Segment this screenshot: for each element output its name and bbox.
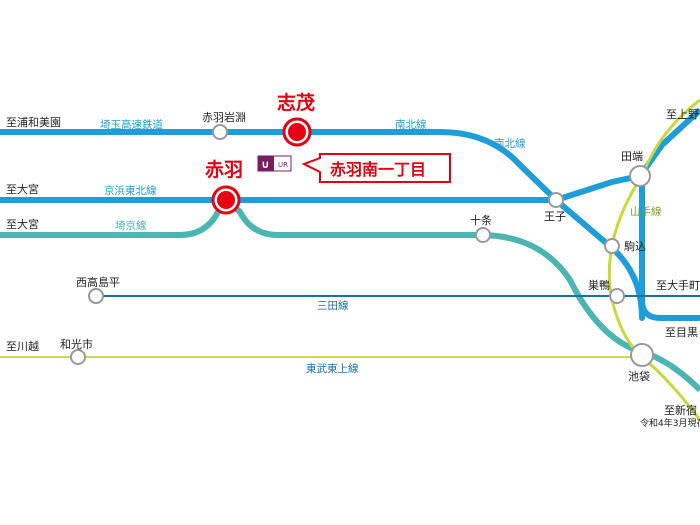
destination-kawagoe: 至川越 xyxy=(6,339,39,353)
callout-box: 赤羽南一丁目 xyxy=(301,153,451,183)
station-marker-akabane-iwabuchi xyxy=(212,124,228,140)
station-label-komagome: 駒込 xyxy=(624,240,646,253)
station-marker-tabata xyxy=(629,165,651,187)
station-label-oji: 王子 xyxy=(544,210,566,223)
line-label-saitama-kosoku: 埼玉高速鉄道 xyxy=(100,118,163,131)
callout-label: 赤羽南一丁目 xyxy=(330,160,426,179)
station-marker-nishidai xyxy=(88,288,104,304)
destination-meguro: 至目黒 xyxy=(665,326,698,339)
destination-shinjuku: 至新宿 xyxy=(664,403,697,417)
station-marker-wakoshi xyxy=(70,349,86,365)
line-label-saikyo: 埼京線 xyxy=(115,219,147,232)
line-label-yamanote: 山手線 xyxy=(630,205,662,218)
station-label-tabata: 田端 xyxy=(621,150,643,163)
station-label-akabane-iwabuchi: 赤羽岩淵 xyxy=(202,110,246,124)
station-label-jujo: 十条 xyxy=(470,213,492,227)
line-label-nanboku-2: 南北線 xyxy=(494,137,526,150)
station-label-nishidai: 西高島平 xyxy=(76,275,120,289)
station-label-sugamo: 巣鴨 xyxy=(588,278,610,292)
ur-logo-text: UR xyxy=(278,161,288,169)
date-note: 令和4年3月現在 xyxy=(640,417,700,429)
destination-omiya-1: 至大宮 xyxy=(6,182,39,196)
station-marker-akabane-inner xyxy=(217,191,235,209)
station-label-wakoshi: 和光市 xyxy=(60,337,93,351)
ur-logo: ∪ UR xyxy=(257,155,292,172)
line-label-nanboku-1: 南北線 xyxy=(395,118,427,131)
station-marker-shimo-inner xyxy=(288,123,306,141)
destination-otemachi: 至大手町 xyxy=(656,278,700,292)
line-label-tobu-tojo: 東武東上線 xyxy=(306,362,359,375)
station-marker-sugamo xyxy=(609,288,625,304)
station-marker-oji xyxy=(548,192,564,208)
station-marker-ikebukuro xyxy=(630,343,654,367)
svg-text:∪: ∪ xyxy=(261,158,270,171)
station-label-ikebukuro: 池袋 xyxy=(628,369,650,383)
line-label-keihin-tohoku: 京浜東北線 xyxy=(104,184,157,197)
station-marker-jujo xyxy=(475,227,491,243)
destination-ueno: 至上野 xyxy=(666,108,699,121)
station-label-akabane: 赤羽 xyxy=(205,159,243,181)
nanboku-to-meguro xyxy=(639,180,700,321)
line-label-mita: 三田線 xyxy=(317,299,349,312)
station-marker-komagome xyxy=(604,238,620,254)
destination-urawa-misono: 至浦和美園 xyxy=(6,116,61,129)
station-label-shimo: 志茂 xyxy=(277,91,315,114)
destination-omiya-2: 至大宮 xyxy=(6,217,39,231)
nanboku-line xyxy=(0,129,645,321)
